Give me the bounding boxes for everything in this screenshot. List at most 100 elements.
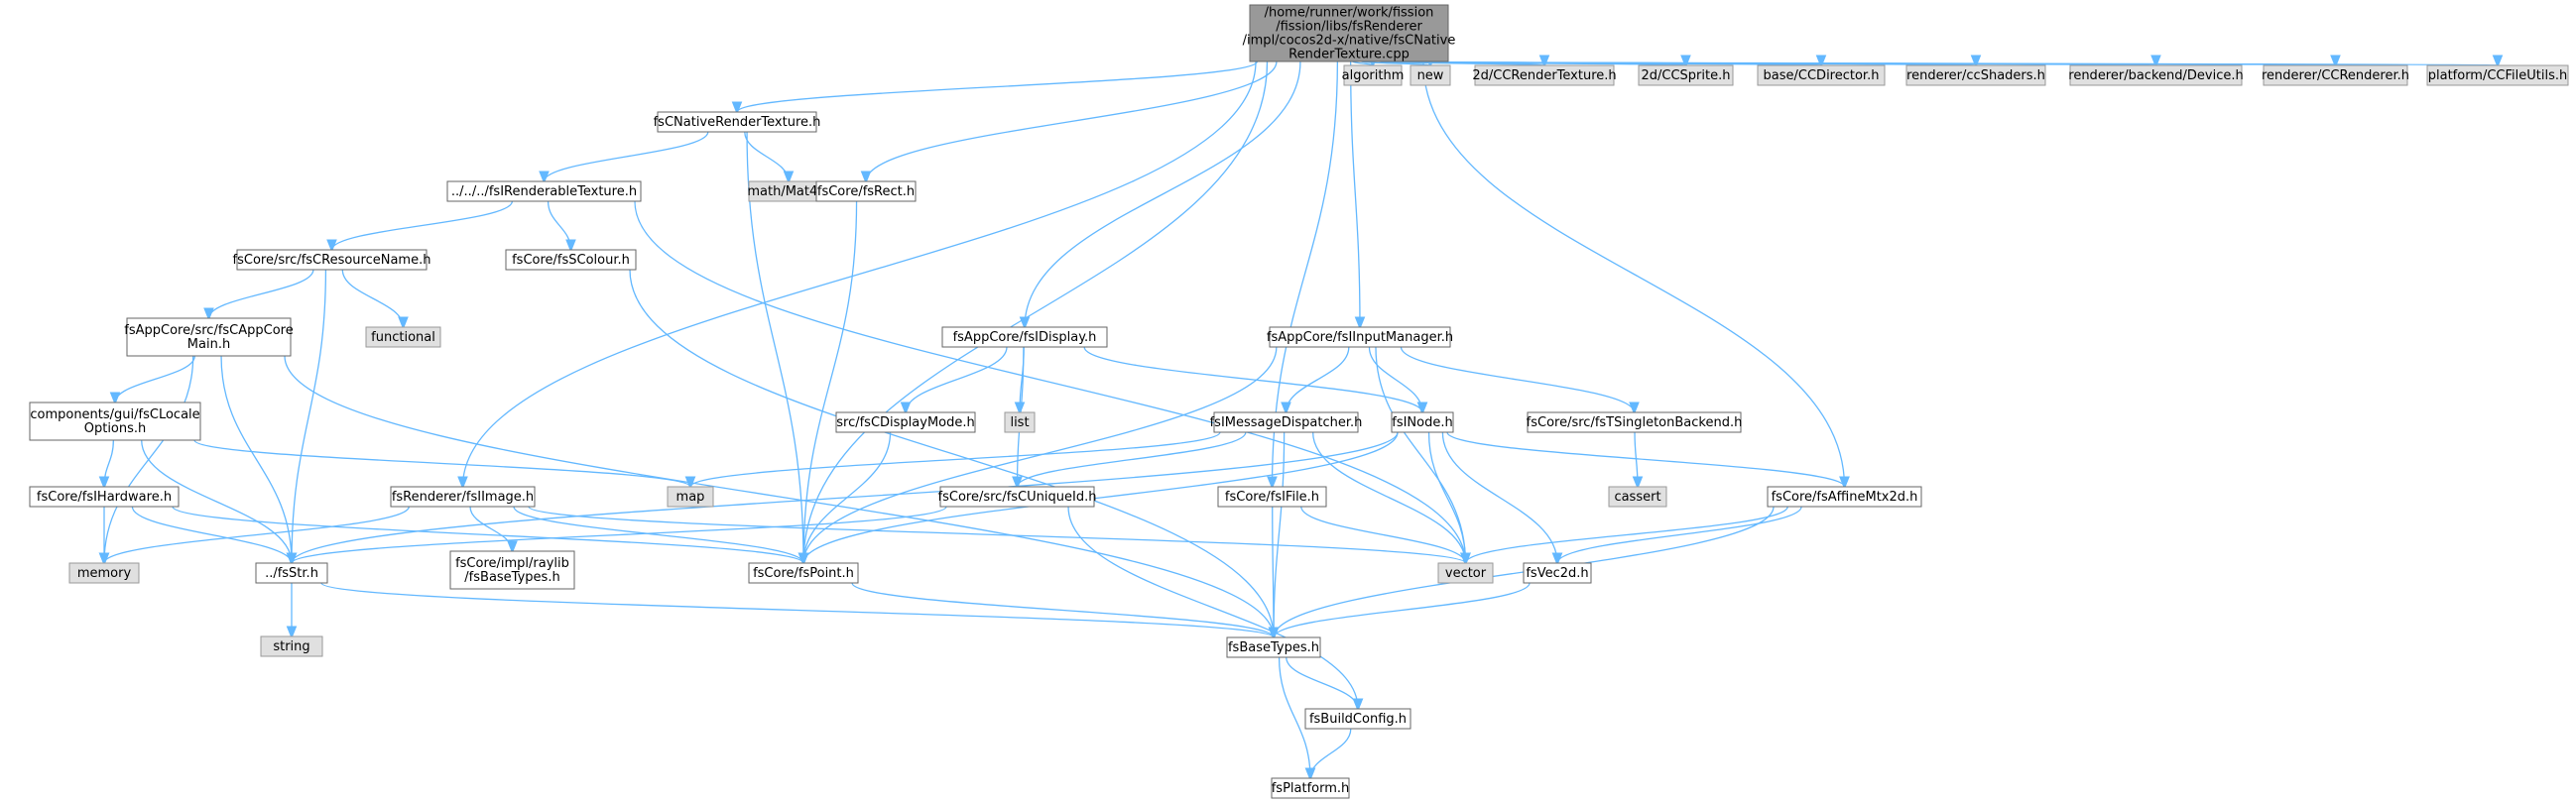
node-root[interactable]: /home/runner/work/fission/fission/libs/f…: [1243, 4, 1456, 62]
node-fsIRenderableTexture[interactable]: ../../../fsIRenderableTexture.h: [446, 180, 642, 202]
edge-root-to-fsIImage: [463, 60, 1257, 487]
node-label-root: /impl/cocos2d-x/native/fsCNative: [1243, 34, 1456, 49]
edge-fsCNativeRenderTexture-to-fsIRenderableTexture: [545, 131, 709, 181]
node-label-CCDirector: base/CCDirector.h: [1764, 68, 1880, 83]
edge-fsIImage-to-raylibBaseTypes: [469, 506, 513, 551]
node-CCDirector: base/CCDirector.h: [1757, 64, 1886, 86]
edge-fsINode-to-fsPoint: [803, 431, 1399, 563]
node-fsIMessageDispatcher[interactable]: fsIMessageDispatcher.h: [1210, 411, 1363, 433]
node-label-CCRenderTexture: 2d/CCRenderTexture.h: [1472, 68, 1616, 83]
edge-fsCNativeRenderTexture-to-Mat4: [744, 131, 789, 181]
node-box-fsAffineMtx2d: [1767, 486, 1922, 508]
nodes-layer: /home/runner/work/fission/fission/libs/f…: [29, 4, 2569, 799]
edge-fsCUniqueId-to-fsStr: [292, 506, 947, 563]
node-box-fsCDisplayMode: [835, 411, 976, 433]
node-functional: functional: [365, 326, 441, 348]
node-fsINode[interactable]: fsINode.h: [1391, 411, 1454, 433]
node-fsPlatform[interactable]: fsPlatform.h: [1271, 777, 1350, 799]
edge-fsCLocaleOptions-to-fsStr: [141, 439, 292, 563]
edge-fsIImage-to-fsPoint: [513, 506, 803, 563]
edge-fsCAppCoreMain-to-fsCLocaleOptions: [115, 355, 195, 402]
node-label-root: /fission/libs/fsRenderer: [1276, 20, 1422, 35]
node-string: string: [260, 635, 323, 657]
node-vector: vector: [1437, 562, 1494, 584]
edge-fsBaseTypes-to-fsBuildConfig: [1286, 656, 1358, 709]
node-raylibBaseTypes[interactable]: fsCore/impl/raylib/fsBaseTypes.h: [449, 550, 575, 590]
node-box-root: [1249, 4, 1449, 62]
edge-fsIRenderableTexture-to-fsSColour: [547, 200, 571, 250]
node-fsBuildConfig[interactable]: fsBuildConfig.h: [1304, 708, 1411, 730]
node-label-root: RenderTexture.cpp: [1288, 48, 1410, 62]
edge-fsRect-to-fsPoint: [803, 200, 858, 563]
node-label-fsPoint: fsCore/fsPoint.h: [753, 566, 854, 581]
node-label-memory: memory: [77, 566, 132, 581]
node-fsIFile[interactable]: fsCore/fsIFile.h: [1217, 486, 1327, 508]
node-box-memory: [68, 562, 140, 584]
node-box-list: [1004, 411, 1036, 433]
node-label-fsIFile: fsCore/fsIFile.h: [1225, 490, 1319, 505]
node-fsBaseTypes[interactable]: fsBaseTypes.h: [1226, 636, 1321, 658]
node-fsIInputManager[interactable]: fsAppCore/fsIInputManager.h: [1267, 326, 1453, 348]
node-map: map: [667, 486, 714, 508]
edge-fsCAppCoreMain-to-fsBaseTypes: [284, 355, 1274, 637]
edge-root-to-CCRenderTexture: [1377, 61, 1544, 65]
node-label-list: list: [1010, 415, 1029, 430]
node-box-cassert: [1608, 486, 1667, 508]
node-fsVec2d[interactable]: fsVec2d.h: [1523, 562, 1592, 584]
node-box-fsCNativeRenderTexture: [657, 111, 817, 133]
edge-fsCLocaleOptions-to-fsIHardware: [104, 439, 114, 487]
node-label-raylibBaseTypes: fsCore/impl/raylib: [455, 556, 569, 571]
node-box-ccShaders: [1905, 64, 2046, 86]
node-label-fsBuildConfig: fsBuildConfig.h: [1309, 712, 1407, 727]
node-CCSprite: 2d/CCSprite.h: [1638, 64, 1734, 86]
node-fsCUniqueId[interactable]: fsCore/src/fsCUniqueId.h: [938, 486, 1097, 508]
node-fsPoint[interactable]: fsCore/fsPoint.h: [748, 562, 859, 584]
node-CCFileUtils: platform/CCFileUtils.h: [2426, 64, 2569, 86]
edge-fsCAppCoreMain-to-fsStr: [220, 355, 292, 563]
node-fsTSingletonBackend[interactable]: fsCore/src/fsTSingletonBackend.h: [1527, 411, 1743, 433]
edge-fsIInputManager-to-fsINode: [1368, 346, 1422, 412]
node-fsAffineMtx2d[interactable]: fsCore/fsAffineMtx2d.h: [1767, 486, 1922, 508]
node-fsStr[interactable]: ../fsStr.h: [255, 562, 328, 584]
node-label-fsCDisplayMode: src/fsCDisplayMode.h: [836, 415, 975, 430]
edge-fsIFile-to-vector: [1300, 506, 1466, 563]
node-fsCDisplayMode[interactable]: src/fsCDisplayMode.h: [835, 411, 976, 433]
node-fsCNativeRenderTexture[interactable]: fsCNativeRenderTexture.h: [654, 111, 821, 133]
node-fsIDisplay[interactable]: fsAppCore/fsIDisplay.h: [941, 326, 1108, 348]
node-label-CCFileUtils: platform/CCFileUtils.h: [2428, 68, 2568, 83]
node-algorithm: algorithm: [1342, 64, 1405, 86]
edge-fsVec2d-to-fsBaseTypes: [1274, 582, 1531, 637]
node-label-fsPlatform: fsPlatform.h: [1272, 781, 1350, 796]
edge-root-to-fsIDisplay: [1025, 60, 1301, 327]
edge-fsAffineMtx2d-to-fsVec2d: [1557, 506, 1802, 563]
node-fsCResourceName[interactable]: fsCore/src/fsCResourceName.h: [233, 249, 431, 271]
node-fsIImage[interactable]: fsRenderer/fsIImage.h: [390, 486, 536, 508]
node-fsRect[interactable]: fsCore/fsRect.h: [815, 180, 917, 202]
node-fsSColour[interactable]: fsCore/fsSColour.h: [505, 249, 637, 271]
node-box-CCSprite: [1638, 64, 1734, 86]
node-label-fsIHardware: fsCore/fsIHardware.h: [37, 490, 172, 505]
edge-fsBaseTypes-to-fsPlatform: [1278, 656, 1310, 778]
node-box-CCRenderTexture: [1474, 64, 1615, 86]
node-label-fsSColour: fsCore/fsSColour.h: [512, 253, 630, 268]
node-label-functional: functional: [371, 330, 435, 345]
node-label-fsIMessageDispatcher: fsIMessageDispatcher.h: [1210, 415, 1363, 430]
edge-fsSColour-to-fsBaseTypes: [629, 269, 1274, 637]
edge-fsIImage-to-memory: [104, 506, 410, 563]
node-fsIHardware[interactable]: fsCore/fsIHardware.h: [29, 486, 180, 508]
node-label-fsINode: fsINode.h: [1392, 415, 1452, 430]
node-box-fsIRenderableTexture: [446, 180, 642, 202]
node-label-algorithm: algorithm: [1342, 68, 1405, 83]
node-box-fsCUniqueId: [939, 486, 1095, 508]
node-label-Mat4: math/Mat4.h: [747, 184, 829, 199]
edge-fsINode-to-fsStr: [292, 431, 1399, 563]
node-box-fsRect: [815, 180, 917, 202]
node-label-fsTSingletonBackend: fsCore/src/fsTSingletonBackend.h: [1527, 415, 1743, 430]
edge-fsCResourceName-to-fsStr: [292, 269, 327, 563]
edge-fsINode-to-fsAffineMtx2d: [1446, 431, 1845, 487]
edge-root-to-fsRect: [866, 60, 1278, 181]
node-Mat4: math/Mat4.h: [747, 180, 830, 202]
